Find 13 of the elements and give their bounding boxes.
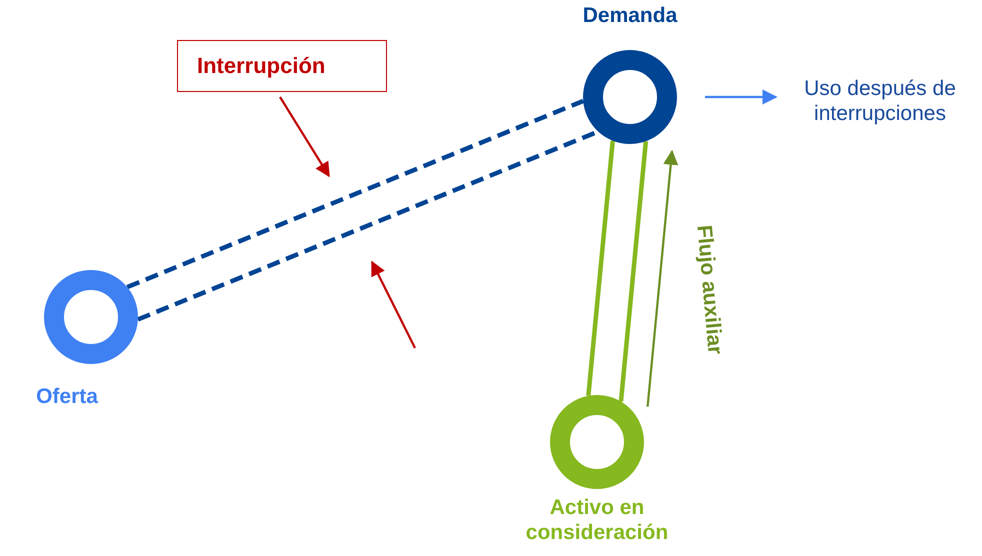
- node-label: Oferta: [35, 384, 99, 410]
- arrow: [646, 150, 678, 407]
- connector-line: [586, 140, 615, 396]
- callout-box: [177, 40, 387, 92]
- connector-line: [126, 98, 584, 290]
- annotation-text: Uso después de interrupciones: [803, 76, 957, 126]
- connector-line: [618, 141, 648, 402]
- edge-label: Flujo auxiliar: [692, 223, 726, 358]
- node-label: Activo en consideración: [524, 495, 670, 546]
- node-label: Demanda: [582, 3, 678, 28]
- leader-arrow: [279, 96, 330, 178]
- callout-text: Interrupción: [197, 53, 326, 79]
- arrow: [705, 90, 778, 104]
